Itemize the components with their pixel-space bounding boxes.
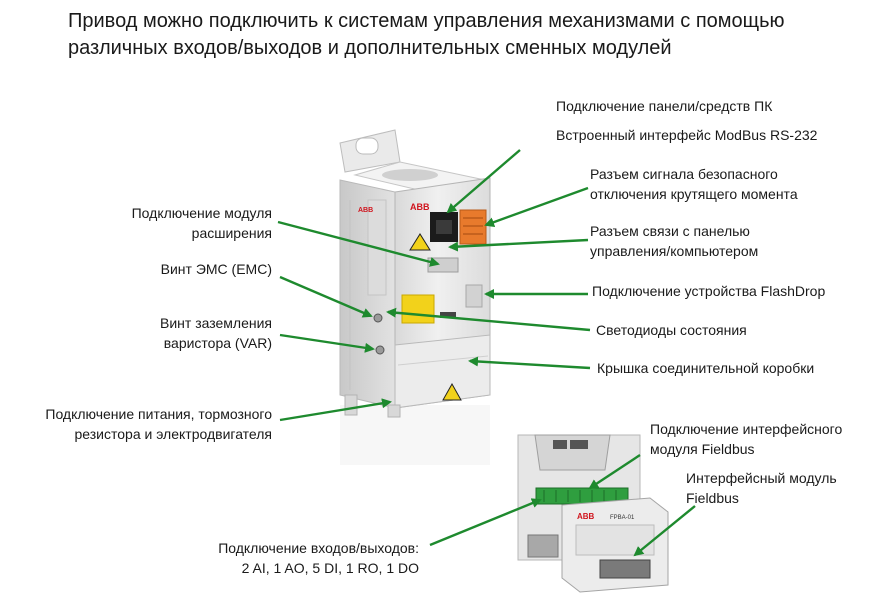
label-fieldbus-module: Интерфейсный модуль Fieldbus [686, 468, 837, 508]
warning-label [401, 294, 435, 324]
label-power: Подключение питания, тормозного резистор… [45, 404, 272, 444]
arrow-fieldbus-module [633, 505, 696, 557]
status-leds [440, 312, 456, 318]
drive-foot [387, 404, 401, 418]
fan-vent [382, 169, 438, 181]
label-var-screw-line-2: варистора (VAR) [163, 335, 272, 351]
label-power-line-2: резистора и электродвигателя [74, 426, 273, 442]
page-title: Привод можно подключить к системам управ… [68, 8, 868, 62]
label-var-screw-line-1: Винт заземления [160, 315, 272, 331]
label-expansion-line-1: Подключение модуля [131, 205, 272, 221]
brand-logo-main: ABB [410, 202, 430, 212]
label-safe-torque-line-1: Разъем сигнала безопасного [590, 166, 778, 182]
label-var-screw: Винт заземления варистора (VAR) [160, 313, 272, 353]
inset-bracket [527, 534, 559, 558]
module-connector [599, 559, 651, 579]
label-emc-screw: Винт ЭМС (EMC) [160, 261, 272, 277]
label-fieldbus-connection-line-2: модуля Fieldbus [650, 441, 755, 457]
emc-screw-icon [373, 313, 383, 323]
arrow-emc-screw [279, 275, 373, 318]
label-fieldbus-module-line-2: Fieldbus [686, 490, 739, 506]
drive-foot [344, 394, 358, 416]
label-expansion: Подключение модуля расширения [132, 203, 272, 243]
title-line-2: различных входов/выходов и дополнительны… [68, 37, 672, 59]
warning-icon [442, 382, 462, 401]
sto-connector [459, 209, 487, 245]
terminal-cover [394, 334, 491, 409]
expansion-slot [427, 257, 459, 273]
label-fieldbus-module-line-1: Интерфейсный модуль [686, 470, 837, 486]
rj-port [436, 220, 452, 234]
label-terminal-cover: Крышка соединительной коробки [597, 360, 815, 376]
arrow-status-leds [386, 307, 591, 332]
label-fieldbus-connection: Подключение интерфейсного модуля Fieldbu… [650, 419, 842, 459]
flashdrop-port [465, 284, 483, 308]
label-panel-link: Разъем связи с панелью управления/компью… [590, 221, 758, 261]
label-io: Подключение входов/выходов: 2 AI, 1 AO, … [218, 538, 419, 578]
arrow-var-screw [279, 333, 375, 353]
var-screw-icon [375, 345, 385, 355]
inset-panel-display [570, 440, 588, 449]
arrow-power [279, 398, 392, 422]
drive-reflection [340, 405, 490, 465]
label-modbus: Встроенный интерфейс ModBus RS-232 [556, 127, 818, 143]
label-io-line-1: Подключение входов/выходов: [218, 540, 419, 556]
module-brand-logo: ABB [577, 512, 595, 521]
label-expansion-line-2: расширения [191, 225, 272, 241]
arrow-expansion [277, 220, 440, 267]
label-panel-connection: Подключение панели/средств ПК [556, 98, 773, 114]
arrow-panel-link [448, 238, 589, 252]
drive-unit: ABB ABB [339, 129, 491, 465]
arrow-terminal-cover [468, 356, 591, 370]
label-safe-torque: Разъем сигнала безопасного отключения кр… [590, 164, 798, 204]
label-safe-torque-line-2: отключения крутящего момента [590, 186, 798, 202]
label-fieldbus-connection-line-1: Подключение интерфейсного [650, 421, 843, 437]
label-flashdrop: Подключение устройства FlashDrop [592, 283, 826, 299]
inset-panel-display [553, 440, 567, 449]
module-name: FPBA-01 [610, 515, 635, 521]
label-status-leds: Светодиоды состояния [596, 322, 747, 338]
label-power-line-1: Подключение питания, тормозного [45, 406, 272, 422]
label-panel-link-line-2: управления/компьютером [590, 243, 759, 259]
fieldbus-inset: ABB FPBA-01 [517, 434, 669, 593]
title-line-1: Привод можно подключить к системам управ… [68, 10, 785, 32]
brand-logo-side: ABB [358, 207, 373, 214]
arrow-safe-torque [484, 186, 589, 227]
arrow-panel-connection [446, 149, 521, 214]
mounting-hole [355, 137, 379, 155]
label-panel-link-line-1: Разъем связи с панелью [590, 223, 750, 239]
label-io-line-2: 2 AI, 1 AO, 5 DI, 1 RO, 1 DO [241, 560, 419, 576]
arrow-io [429, 498, 542, 547]
warning-icon [409, 233, 431, 251]
arrow-fieldbus-connection [588, 453, 641, 490]
callout-arrows [277, 149, 696, 557]
